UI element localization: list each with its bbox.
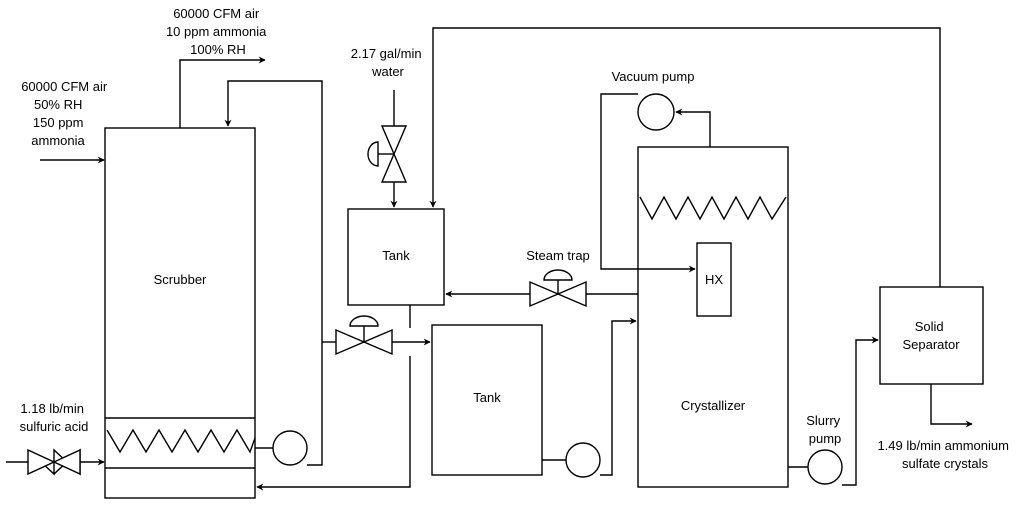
upper-tank [347,208,445,306]
solid-separator [879,286,984,385]
water-valve-actuator-icon[interactable] [367,141,379,167]
slurry-to-separator-line [842,336,879,486]
vacuum-pump-icon[interactable] [637,93,675,131]
vacuum-pump-label: Vacuum pump [612,69,695,84]
acid-valve-body-icon [27,448,56,476]
separator-return-line [429,27,941,287]
air-inlet-label: 60000 CFM air 50% RH 150 ppm ammonia [21,79,111,148]
bleed-valve-body-icon [335,328,366,356]
water-valve-body2-icon [380,152,408,183]
solid-separator-label: Solid Separator [902,319,960,352]
lower-tank-to-crystallizer-line [600,317,637,476]
scrubber-heating-coil [106,428,256,454]
scrubber-recirc-line [224,80,323,466]
steam-trap-body-icon [556,280,587,308]
product-stream [930,384,973,428]
steam-trap-label: Steam trap [526,248,590,263]
slurry-pump-label: Slurry pump [806,413,844,446]
bleed-valve-actuator-icon[interactable] [349,315,379,327]
lower-tank [431,324,543,476]
air-outlet-label: 60000 CFM air 10 ppm ammonia 100% RH [166,6,270,57]
water-valve-body-icon [380,125,408,156]
lower-tank-pump-icon[interactable] [565,442,601,478]
product-label: 1.49 lb/min ammonium sulfate crystals [877,438,1012,471]
scrubber-vessel [104,127,256,499]
steam-trap-body2-icon [529,280,560,308]
tank-to-scrubber-return-2 [256,356,411,491]
water-inlet-label: 2.17 gal/min water [351,46,425,79]
vacuum-pump-to-hx-line [600,93,696,273]
upper-tank-label: Tank [382,248,410,263]
slurry-pump-icon[interactable] [807,449,843,485]
crystallizer-demister [639,195,787,221]
steam-trap-actuator-icon[interactable] [543,269,573,281]
scrubber-label: Scrubber [154,272,207,287]
scrubber-recirc-pump-icon[interactable] [272,430,308,466]
crystallizer-vapor-line [675,108,711,147]
hx-label: HX [705,272,723,287]
bleed-valve-body2-icon [362,328,393,356]
heat-exchanger [696,242,732,317]
acid-inlet-label: 1.18 lb/min sulfuric acid [20,401,89,434]
air-outlet-stream [179,56,266,128]
lower-tank-label: Tank [473,390,501,405]
crystallizer-label: Crystallizer [681,398,746,413]
